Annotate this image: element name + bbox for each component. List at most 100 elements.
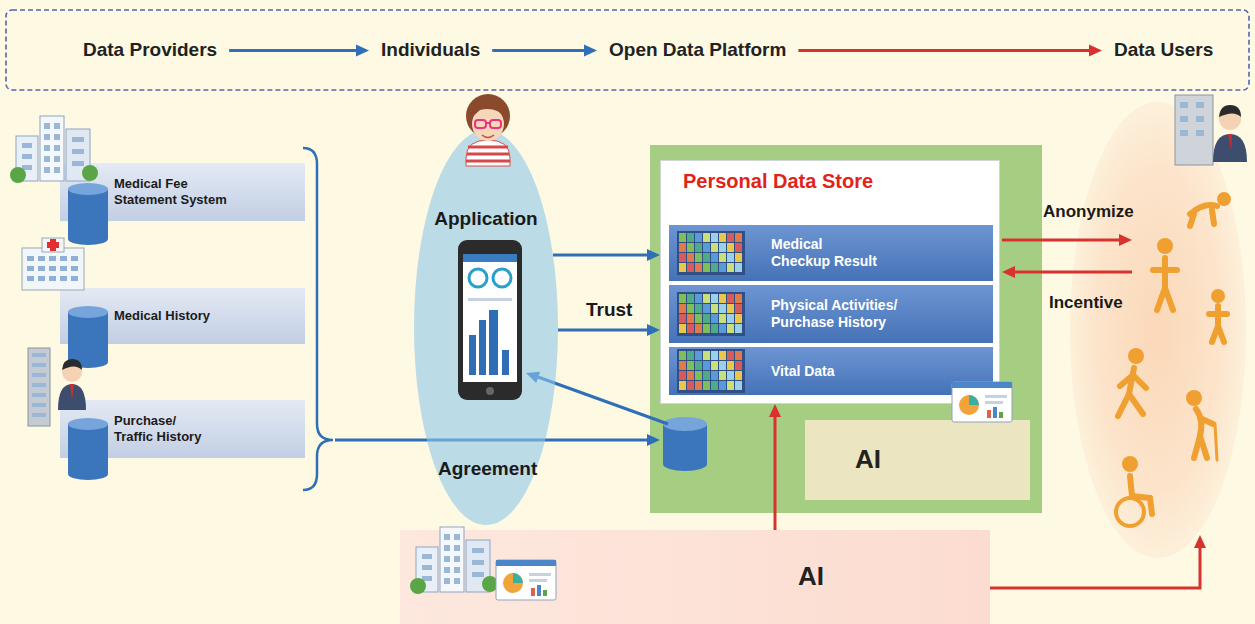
node-illustration-part: [711, 381, 718, 390]
node-illustration-part: [727, 381, 734, 390]
flow-arrow-part: [229, 49, 356, 52]
node-illustration-part: [695, 381, 702, 390]
platform-area: [650, 145, 1042, 513]
node-illustration-part: [469, 335, 476, 375]
stage-heading: Open Data Platform: [597, 37, 798, 64]
node-illustration-part: [959, 395, 979, 415]
stage-title: Open Data Platform: [609, 39, 786, 62]
user-company-icon-part: [1180, 102, 1188, 108]
node-illustration-part: [493, 269, 511, 287]
user-company-icon-part: [1175, 95, 1213, 165]
node-illustration-part: [711, 253, 718, 262]
node-illustration-part: [496, 560, 556, 566]
node-illustration-part: [468, 146, 508, 149]
node-illustration-part: [68, 312, 108, 362]
database-cylinder-part: [663, 417, 707, 431]
people-figures-part: [1128, 348, 1144, 364]
stage-title: Data Providers: [83, 39, 217, 62]
people-figures-part: [1200, 418, 1213, 424]
node-illustration-part: [727, 324, 734, 333]
node-illustration-part: [695, 233, 702, 242]
flow-arrow: [492, 44, 597, 56]
node-illustration-part: [719, 351, 726, 360]
flow-arrow: [798, 44, 1102, 56]
incentive-arrow-part: [1002, 266, 1015, 278]
edge-label-holder: Trust: [586, 299, 632, 322]
node-illustration-part: [711, 233, 718, 242]
node-illustration-part: [719, 263, 726, 272]
node-illustration-part: [735, 304, 742, 313]
node-illustration-part: [60, 256, 67, 261]
node-illustration-part: [54, 145, 60, 151]
node-illustration-part: [687, 361, 694, 370]
node-illustration-part: [695, 243, 702, 252]
node-illustration-part: [444, 545, 450, 551]
node-illustration-part: [513, 573, 523, 583]
flow-arrow: [553, 249, 660, 261]
node-illustration-part: [496, 560, 556, 600]
node-illustration-part: [503, 573, 523, 593]
node-illustration-part: [469, 269, 487, 287]
people-figures-part: [1186, 390, 1202, 406]
node-illustration-part: [32, 383, 46, 387]
node-illustration-part: [70, 384, 74, 400]
data-source-box: Medical Fee Statement System: [60, 163, 305, 221]
node-illustration-part: [486, 122, 490, 124]
user-company-icon-part: [1196, 130, 1204, 136]
node-illustration-part: [719, 324, 726, 333]
node-illustration-part: [62, 359, 82, 370]
node-illustration-part: [490, 120, 501, 128]
node-illustration-part: [44, 123, 50, 129]
node-illustration-part: [71, 266, 78, 271]
people-figures-part: [1157, 238, 1173, 254]
stage-heading: Data Users: [1102, 37, 1225, 64]
incentive-arrow-part: [1015, 271, 1132, 274]
node-illustration-part: [735, 294, 742, 303]
node-illustration-part: [727, 361, 734, 370]
node-illustration: [805, 420, 1030, 500]
node-illustration-part: [679, 381, 686, 390]
data-source-box: Medical History: [60, 288, 305, 344]
data-source-box: Purchase/ Traffic History: [60, 400, 305, 458]
node-illustration-part: [32, 413, 46, 417]
node-illustration-part: [703, 263, 710, 272]
node-illustration-part: [82, 165, 98, 181]
node-illustration-part: [38, 256, 45, 261]
node-illustration-part: [49, 256, 56, 261]
node-illustration-part: [993, 407, 997, 418]
node-illustration-part: [711, 294, 718, 303]
node-illustration-part: [711, 324, 718, 333]
node-illustration-part: [454, 534, 460, 540]
node-illustration-part: [44, 145, 50, 151]
ai-to-users-arrow-part: [990, 547, 1200, 588]
node-illustration: [400, 530, 990, 624]
node-illustration-part: [711, 361, 718, 370]
node-illustration-part: [472, 572, 484, 577]
source-brace-part: [303, 148, 333, 490]
flow-arrow-part: [1089, 44, 1102, 56]
people-figures-part: [1215, 424, 1217, 460]
people-figures-part: [1129, 394, 1143, 414]
node-illustration-part: [727, 371, 734, 380]
flow-label: Incentive: [1049, 293, 1123, 313]
anonymize-arrow-part: [1119, 234, 1132, 246]
node-illustration-part: [38, 276, 45, 281]
node-illustration-part: [466, 160, 510, 163]
node-illustration-part: [687, 294, 694, 303]
node-illustration-part: [466, 140, 510, 166]
zone-title: Application: [434, 208, 537, 231]
node-illustration-part: [727, 263, 734, 272]
people-figures: [1116, 192, 1231, 526]
flow-arrow-part: [558, 329, 647, 332]
node-illustration-part: [719, 381, 726, 390]
node-illustration-part: [719, 253, 726, 262]
node-illustration-part: [72, 161, 84, 166]
node-illustration-part: [10, 167, 26, 183]
node-illustration-part: [735, 243, 742, 252]
flow-arrow-part: [774, 417, 777, 530]
data-row: Vital Data: [669, 347, 993, 395]
user-company-icon-part: [1196, 102, 1204, 108]
people-figures-part: [1150, 498, 1152, 514]
node-illustration-part: [711, 371, 718, 380]
node-illustration-part: [27, 256, 34, 261]
